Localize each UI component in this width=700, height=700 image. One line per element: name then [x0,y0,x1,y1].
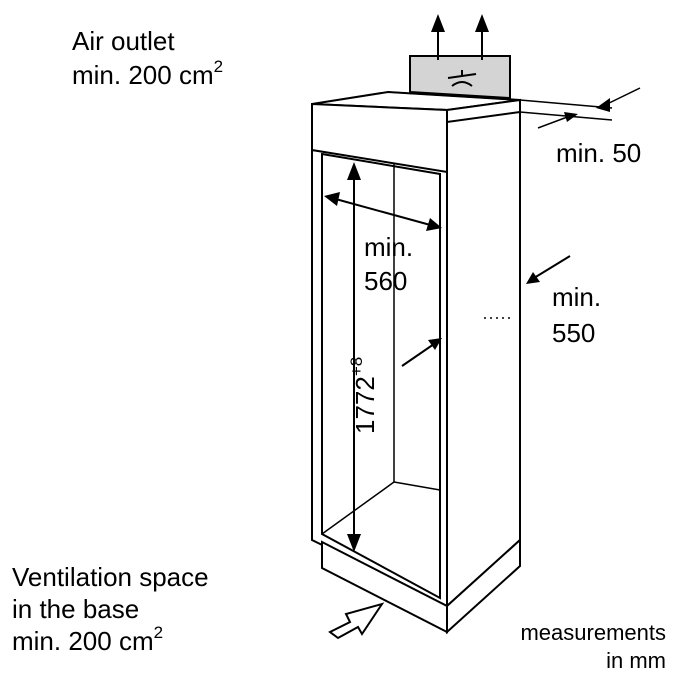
cabinet-right-side [446,98,521,609]
plinth-side [446,537,521,635]
measurements-label-2: in mm [606,648,666,673]
air-outlet-label-1: Air outlet [72,26,175,56]
min-50-label: min. 50 [556,138,641,168]
inner-floor-edge-left [321,481,395,535]
air-outlet-label-2: min. 200 cm2 [72,57,223,90]
cabinet-body [311,98,521,609]
ventilation-label-1: Ventilation space [12,562,209,592]
cabinet-opening [321,152,441,600]
min-560-label-2: 560 [364,266,407,296]
measurements-label-1: measurements [520,620,666,645]
inner-floor-edge-back [393,481,441,491]
vent-grille-base [387,91,521,101]
dimension-height [347,162,361,552]
min-550-label-2: 550 [552,318,595,348]
ventilation-label-3: min. 200 cm2 [12,623,163,656]
arrow-up-icon [431,14,489,60]
vent-grille [387,55,521,101]
top-front-face [311,102,448,174]
min-560-label-1: min. [364,232,413,262]
fan-symbol-icon [447,70,477,87]
height-dimension-label: 1772+8 [347,357,380,434]
base-plinth [321,537,521,635]
min-550-label-1: min. [552,282,601,312]
dimension-min-550 [401,255,571,367]
ventilation-label-2: in the base [12,594,139,624]
hollow-arrow-icon [328,602,385,640]
dimension-min-560 [324,192,442,231]
dimension-min-50 [519,87,641,129]
